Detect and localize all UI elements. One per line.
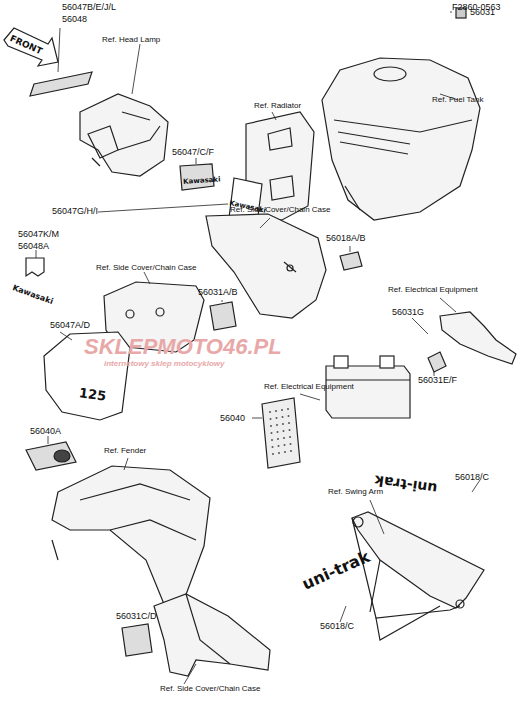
label-dot bbox=[277, 431, 279, 433]
callout-number: 56047/C/F bbox=[172, 148, 214, 157]
part-reference: Ref. Swing Arm bbox=[328, 488, 383, 496]
part-reference: Ref. Side Cover/Chain Case bbox=[230, 206, 331, 214]
label-dot bbox=[272, 453, 274, 455]
watermark: SKLEPMOTO46.PL bbox=[84, 336, 282, 358]
part-reference: Ref. Fuel Tank bbox=[432, 96, 483, 104]
label-dot bbox=[269, 411, 271, 413]
label-dot bbox=[283, 430, 285, 432]
label-dot bbox=[288, 422, 290, 424]
part-reference: Ref. Head Lamp bbox=[102, 36, 160, 44]
callout-number: 56047G/H/I bbox=[52, 207, 98, 216]
part-reference: Ref. Side Cover/Chain Case bbox=[96, 264, 197, 272]
label-dot bbox=[284, 451, 286, 453]
decal-text: Kawasaki bbox=[11, 284, 54, 306]
callout-number: 56040 bbox=[220, 414, 245, 423]
callout-number: 56031 bbox=[470, 8, 495, 17]
label-dot bbox=[290, 443, 292, 445]
label-dot bbox=[288, 415, 290, 417]
label-dot bbox=[278, 445, 280, 447]
label-dot bbox=[282, 423, 284, 425]
callout-number: 56047B/E/J/L bbox=[62, 3, 116, 12]
callout-number: 56018A/B bbox=[326, 234, 366, 243]
label-dot bbox=[287, 408, 289, 410]
label-dot bbox=[276, 417, 278, 419]
watermark: internetowy sklep motocyklowy bbox=[104, 360, 224, 368]
label-dot bbox=[290, 450, 292, 452]
label-dot bbox=[271, 439, 273, 441]
label-dot bbox=[275, 410, 277, 412]
callout-number: 56047K/M bbox=[18, 230, 59, 239]
callout-number: 56048 bbox=[62, 15, 87, 24]
label-dot bbox=[270, 418, 272, 420]
callout-number: 56031C/D bbox=[116, 612, 157, 621]
callout-number: 56047A/D bbox=[50, 321, 90, 330]
label-dot bbox=[283, 437, 285, 439]
decal-text: uni-trak bbox=[300, 549, 372, 593]
label-dot bbox=[289, 429, 291, 431]
callout-number: 56040A bbox=[30, 427, 61, 436]
label-dot bbox=[271, 432, 273, 434]
part-reference: Ref. Radiator bbox=[254, 102, 301, 110]
part-reference: Ref. Electrical Equipment bbox=[264, 383, 354, 391]
callout-number: 56018/C bbox=[320, 622, 354, 631]
callout-number: 56031E/F bbox=[418, 376, 457, 385]
part-reference: Ref. Fender bbox=[104, 447, 146, 455]
label-dot bbox=[272, 446, 274, 448]
label-dot bbox=[278, 452, 280, 454]
label-dot bbox=[289, 436, 291, 438]
callout-number: 56031A/B bbox=[198, 288, 238, 297]
label-dot bbox=[284, 444, 286, 446]
decal-text: uni-trak bbox=[374, 473, 438, 496]
label-dot bbox=[281, 409, 283, 411]
decal-text: 125 bbox=[78, 386, 107, 403]
callout-number: 56031G bbox=[392, 308, 424, 317]
decal-text: Kawasaki bbox=[183, 176, 221, 186]
label-dot bbox=[277, 438, 279, 440]
label-dot bbox=[270, 425, 272, 427]
callout-number: 56018/C bbox=[455, 473, 489, 482]
part-reference: Ref. Side Cover/Chain Case bbox=[160, 685, 261, 693]
label-dot bbox=[276, 424, 278, 426]
label-dot bbox=[282, 416, 284, 418]
callout-number: 56048A bbox=[18, 242, 49, 251]
part-reference: Ref. Electrical Equipment bbox=[388, 286, 478, 294]
